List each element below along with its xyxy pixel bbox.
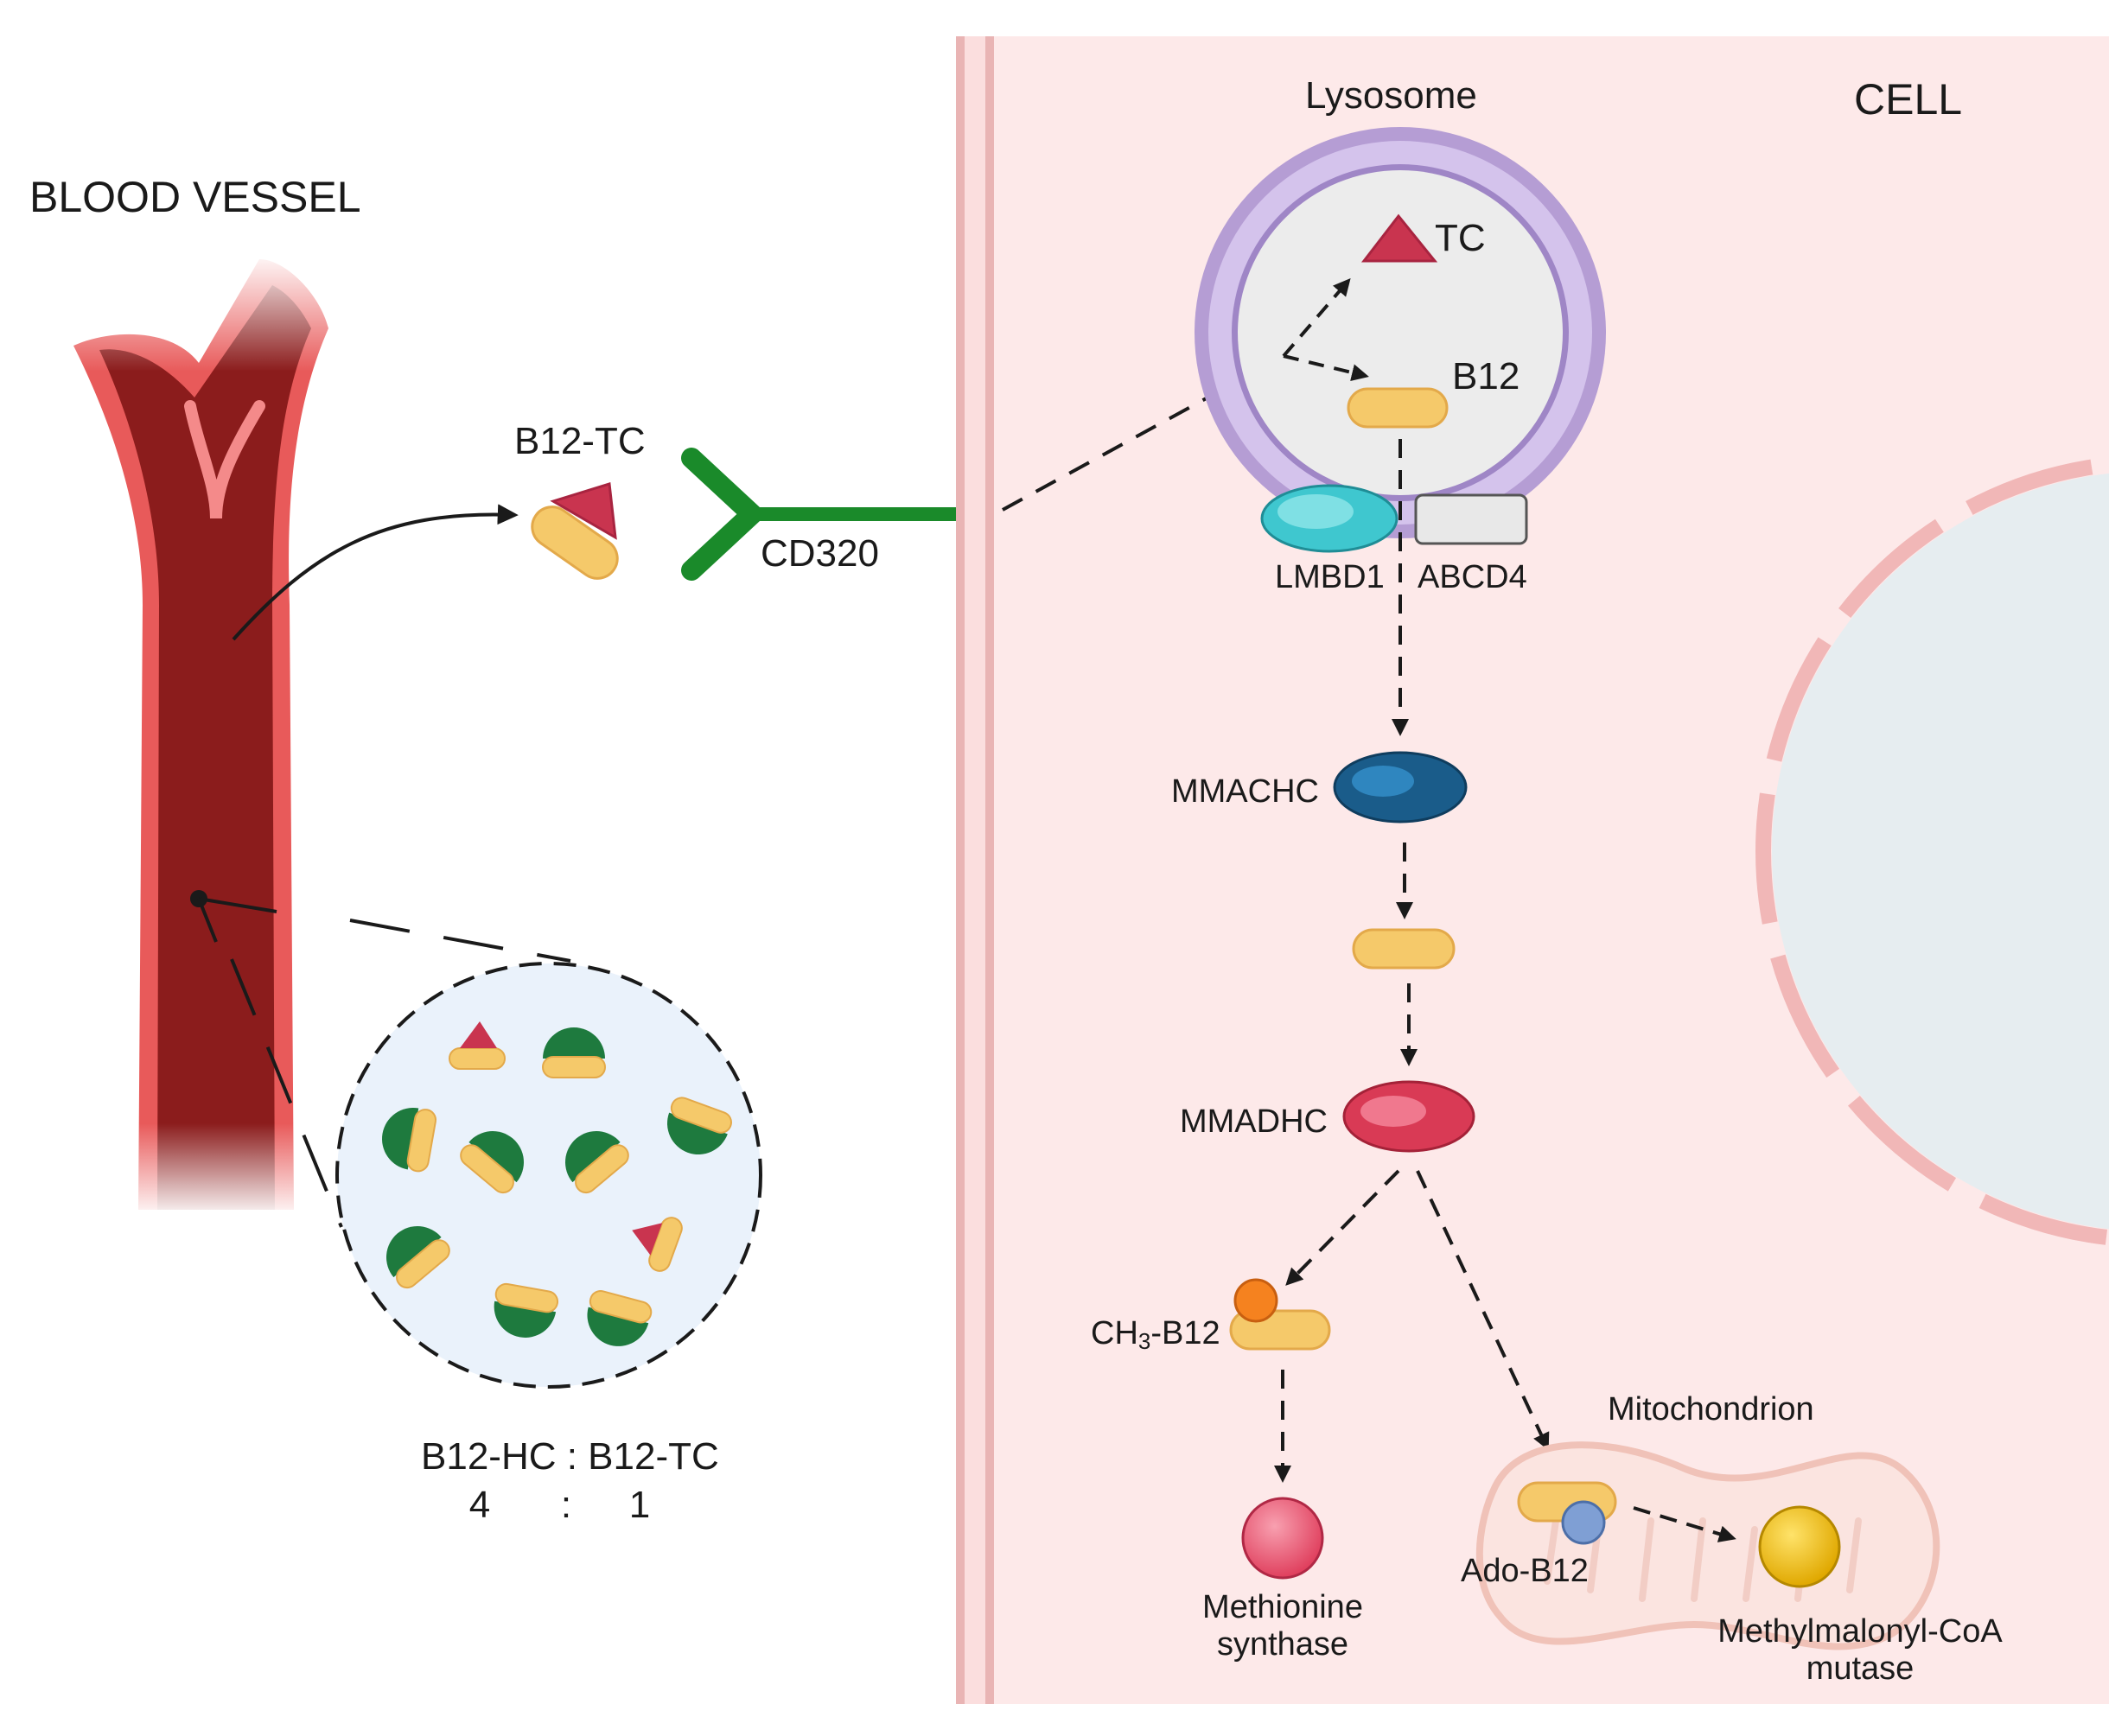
ratio-value-tc: 1 [629,1484,650,1526]
b12-hc-particle [460,1131,524,1194]
mmadhc-to-ch3b12-arrow [1285,1169,1400,1286]
b12-tc-complex [531,482,619,580]
blood-vessel [52,251,346,1218]
cd320-label: CD320 [761,532,879,575]
b12-hc-particle [667,1097,732,1154]
b12-tc-particle [632,1217,683,1272]
lmbd1-label: LMBD1 [1275,559,1385,595]
b12-hc-particle [565,1131,629,1194]
tc-triangle [550,482,617,540]
lysosome-tc-triangle [1360,213,1438,263]
b12-tc-label: B12-TC [514,420,646,462]
plasma-zoom-circle [335,962,762,1389]
ado-b12-label: Ado-B12 [1461,1553,1589,1589]
b12-hc-particle [382,1108,437,1173]
methylmalonyl-coa-mutase-enzyme [1758,1505,1841,1588]
b12-hc-particle [386,1226,450,1289]
mmadhc-to-mito-arrow [1416,1170,1550,1451]
ratio-colon: : [561,1484,571,1526]
lysosome-label: Lysosome [1305,74,1477,117]
lysosome-b12-label: B12 [1452,355,1520,397]
split-to-b12-arrow [1283,354,1369,381]
ratio-value-hc: 4 [469,1484,490,1526]
cd320-receptor [681,448,956,581]
b12-hc-particle [587,1290,653,1346]
zoom-line-bottom [230,958,343,1228]
vessel-inner-highlight [184,400,265,519]
abcd4-label: ABCD4 [1418,559,1527,595]
methionine-synthase-enzyme [1241,1497,1324,1580]
vessel-to-b12tc-arrow [232,504,519,641]
cell-title: CELL [1854,75,1962,124]
b12-hc-particle [542,1027,606,1078]
processed-b12-pill [1352,928,1456,970]
adob12-to-mcm-arrow [1633,1506,1736,1542]
methionine-synthase-label-1: Methionine [1202,1589,1363,1625]
mcm-label-1: Methylmalonyl-CoA [1717,1613,2003,1650]
split-to-tc-arrow [1282,277,1351,358]
lysosome-tc-label: TC [1435,217,1486,259]
b12-tc-particle [449,1021,506,1070]
b12-pill [531,506,619,580]
ch3-b12-label: CH3-B12 [1091,1315,1220,1354]
mmadhc-label: MMADHC [1180,1103,1328,1140]
mitochondrion-label: Mitochondrion [1608,1391,1814,1428]
blood-vessel-title: BLOOD VESSEL [29,173,361,221]
vessel-lumen [99,285,311,1210]
nucleus [1755,456,2109,1246]
zoom-line-top [349,919,571,963]
plasma-complexes [382,1021,732,1346]
mmachc-label: MMACHC [1171,773,1319,810]
methionine-synthase-label-2: synthase [1217,1626,1348,1663]
lysosome [1195,127,1606,538]
ratio-label: B12-HC : B12-TC [421,1435,719,1478]
methyl-group [1233,1278,1278,1323]
cell-membrane-outer [956,36,965,1704]
lysosome-b12-pill [1347,387,1449,429]
cell-membrane-inner [985,36,994,1704]
adenosyl-group [1561,1500,1606,1545]
abcd4-transporter [1414,493,1528,545]
mcm-label-2: mutase [1806,1650,1915,1687]
b12-hc-particle [494,1282,559,1338]
